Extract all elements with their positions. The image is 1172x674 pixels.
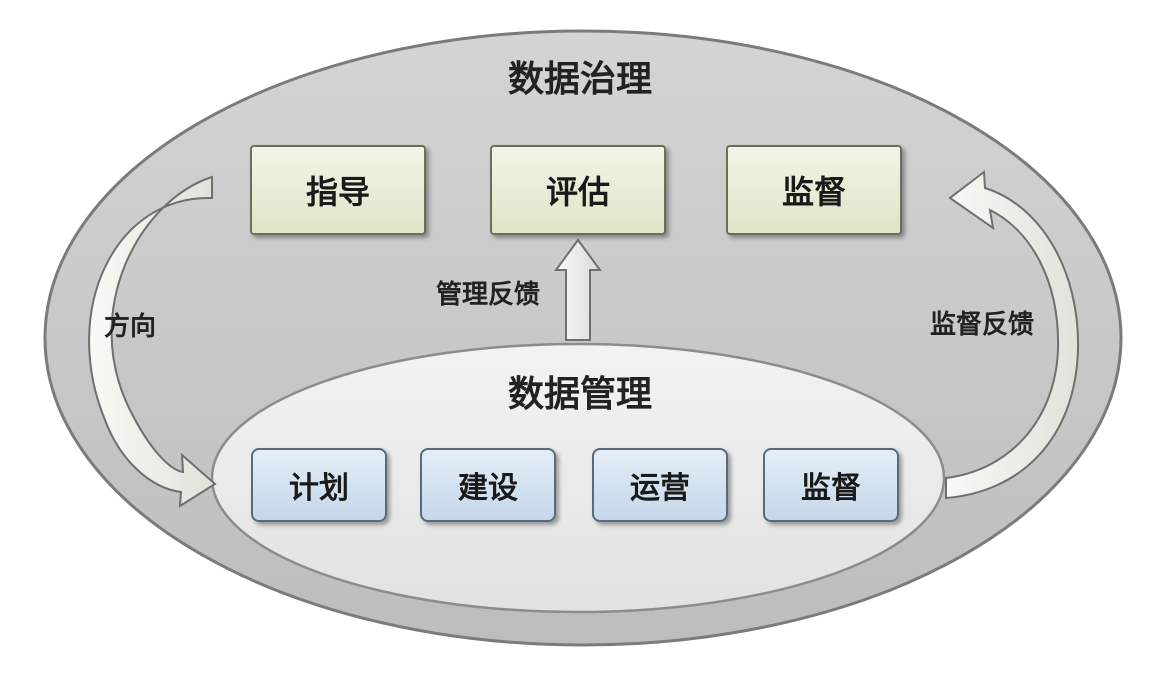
monitor-feedback-label: 监督反馈 — [930, 310, 1035, 340]
management-title: 数据管理 — [507, 374, 652, 415]
governance-monitor-box: 监督 — [726, 145, 902, 235]
monitor-feedback-arrow — [945, 170, 1080, 500]
operate-box: 运营 — [592, 448, 728, 522]
build-box: 建设 — [420, 448, 556, 522]
governance-title: 数据治理 — [507, 59, 652, 100]
plan-box: 计划 — [251, 448, 387, 522]
direction-label: 方向 — [104, 312, 157, 342]
management-ellipse — [210, 342, 946, 614]
management-feedback-label: 管理反馈 — [436, 280, 541, 310]
guide-box: 指导 — [250, 145, 426, 235]
direction-arrow — [88, 175, 217, 508]
management-feedback-arrow — [554, 238, 602, 341]
management-monitor-box: 监督 — [763, 448, 899, 522]
evaluate-box: 评估 — [490, 145, 666, 235]
